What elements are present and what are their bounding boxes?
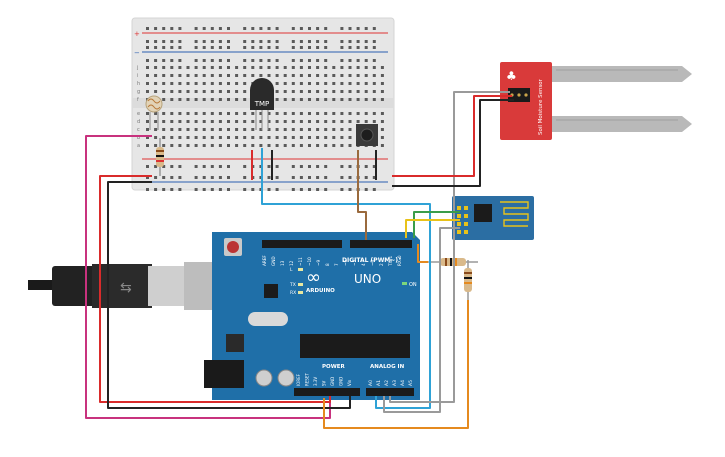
wire-black-left[interactable] (107, 181, 351, 409)
power-pin-label: GND (330, 377, 335, 386)
soil-sensor-label: Soil Moisture Sensor (538, 78, 544, 135)
digital-pin-label: 12 (289, 260, 294, 266)
power-pin-label: Vin (347, 379, 352, 386)
row-letter: a (137, 143, 140, 149)
power-pin-label: IOREF (296, 373, 301, 386)
wire-orange[interactable] (323, 244, 469, 429)
analog-pin-label: A0 (368, 380, 374, 386)
usb-cable[interactable]: ⇆ (28, 262, 214, 310)
led-labels: L TX RX (289, 267, 296, 296)
analog-pin-label: A5 (408, 380, 414, 386)
led-label: RX (290, 290, 296, 296)
digital-pin-label: ~5 (352, 259, 357, 266)
model-label: UNO (354, 272, 381, 286)
analog-pin-label: A4 (400, 380, 406, 386)
row-letter: f (137, 97, 139, 103)
arduino-logo-glyph: ∞ (306, 267, 321, 288)
svg-text:⇆: ⇆ (120, 280, 132, 296)
wire-yellow[interactable] (405, 219, 460, 238)
power-label: POWER (322, 364, 346, 370)
push-button[interactable] (356, 124, 378, 146)
digital-pin-label: ~10 (307, 257, 312, 266)
esp8266-module[interactable] (452, 196, 534, 240)
wire-red-soil[interactable] (392, 95, 512, 177)
power-pin-label: 3.3V (313, 377, 318, 386)
temperature-sensor[interactable]: TMP (250, 78, 274, 130)
tmp-label: TMP (254, 100, 270, 108)
breadboard-holes (146, 27, 384, 191)
wire-magenta[interactable] (85, 135, 331, 419)
breadboard-resistor[interactable] (156, 138, 164, 176)
row-letter: j (136, 65, 138, 71)
digital-pin-label: 2 (379, 263, 384, 266)
wire-black-soil[interactable] (392, 99, 514, 187)
digital-pin-label: 13 (280, 260, 285, 266)
power-pin-label: 5V (322, 380, 327, 386)
digital-pin-label: RX◂0 (397, 255, 402, 266)
analog-label: ANALOG IN (370, 364, 405, 370)
digital-pin-label: ~6 (343, 259, 348, 266)
arduino-uno[interactable]: AREF GND 13 12 ~11 ~10 ~9 8 7 ~6 ~5 4 ~3 2 TX▸1 RX◂0 DI… (204, 232, 420, 400)
digital-pin-label: 7 (334, 263, 339, 266)
row-letter: b (137, 135, 140, 141)
analog-pin-label: A2 (384, 380, 390, 386)
power-pin-label: RESET (305, 373, 310, 386)
digital-pin-label: GND (271, 256, 276, 266)
row-letter: d (137, 119, 140, 125)
svg-text:♣: ♣ (506, 69, 517, 83)
digital-pin-label: 4 (361, 263, 366, 266)
row-letter: e (137, 111, 140, 117)
led-label: L (290, 267, 293, 273)
arduino-logo-text: ARDUINO (306, 288, 335, 294)
wires (85, 91, 514, 429)
row-letter: i (137, 73, 138, 79)
digital-pin-label: ~3 (370, 259, 375, 266)
digital-pin-label: 8 (325, 263, 330, 266)
rail-plus-top: + (134, 30, 140, 38)
rail-minus-top: − (134, 49, 140, 57)
wire-green[interactable] (413, 211, 460, 238)
wire-red-left[interactable] (99, 175, 331, 403)
digital-label: DIGITAL (PWM~) (342, 257, 398, 264)
row-letter: h (137, 81, 140, 87)
photoresistor[interactable] (145, 95, 163, 130)
led-label: TX (289, 282, 296, 288)
wire-brown[interactable] (357, 150, 367, 240)
wire-cyan[interactable] (261, 148, 431, 409)
power-pin-label: GND (339, 377, 344, 386)
on-label: ON (409, 282, 417, 288)
digital-pin-labels: AREF GND 13 12 ~11 ~10 ~9 8 7 ~6 ~5 4 ~3 2 TX▸1 RX◂0 (262, 255, 402, 267)
wire-gray-esp[interactable] (383, 227, 460, 413)
soil-moisture-sensor[interactable]: ♣ Soil Moisture Sensor (500, 62, 692, 140)
digital-pin-label: AREF (262, 255, 267, 266)
row-letter: c (137, 127, 140, 133)
analog-pin-label: A1 (376, 380, 382, 386)
resistor-vertical[interactable] (464, 260, 472, 300)
row-letter: g (137, 89, 140, 95)
wire-gray-soil[interactable] (389, 91, 510, 403)
digital-pin-label: TX▸1 (388, 255, 393, 267)
digital-pin-label: ~9 (316, 259, 321, 266)
digital-pin-label: ~11 (298, 257, 303, 266)
analog-pin-label: A3 (392, 380, 398, 386)
